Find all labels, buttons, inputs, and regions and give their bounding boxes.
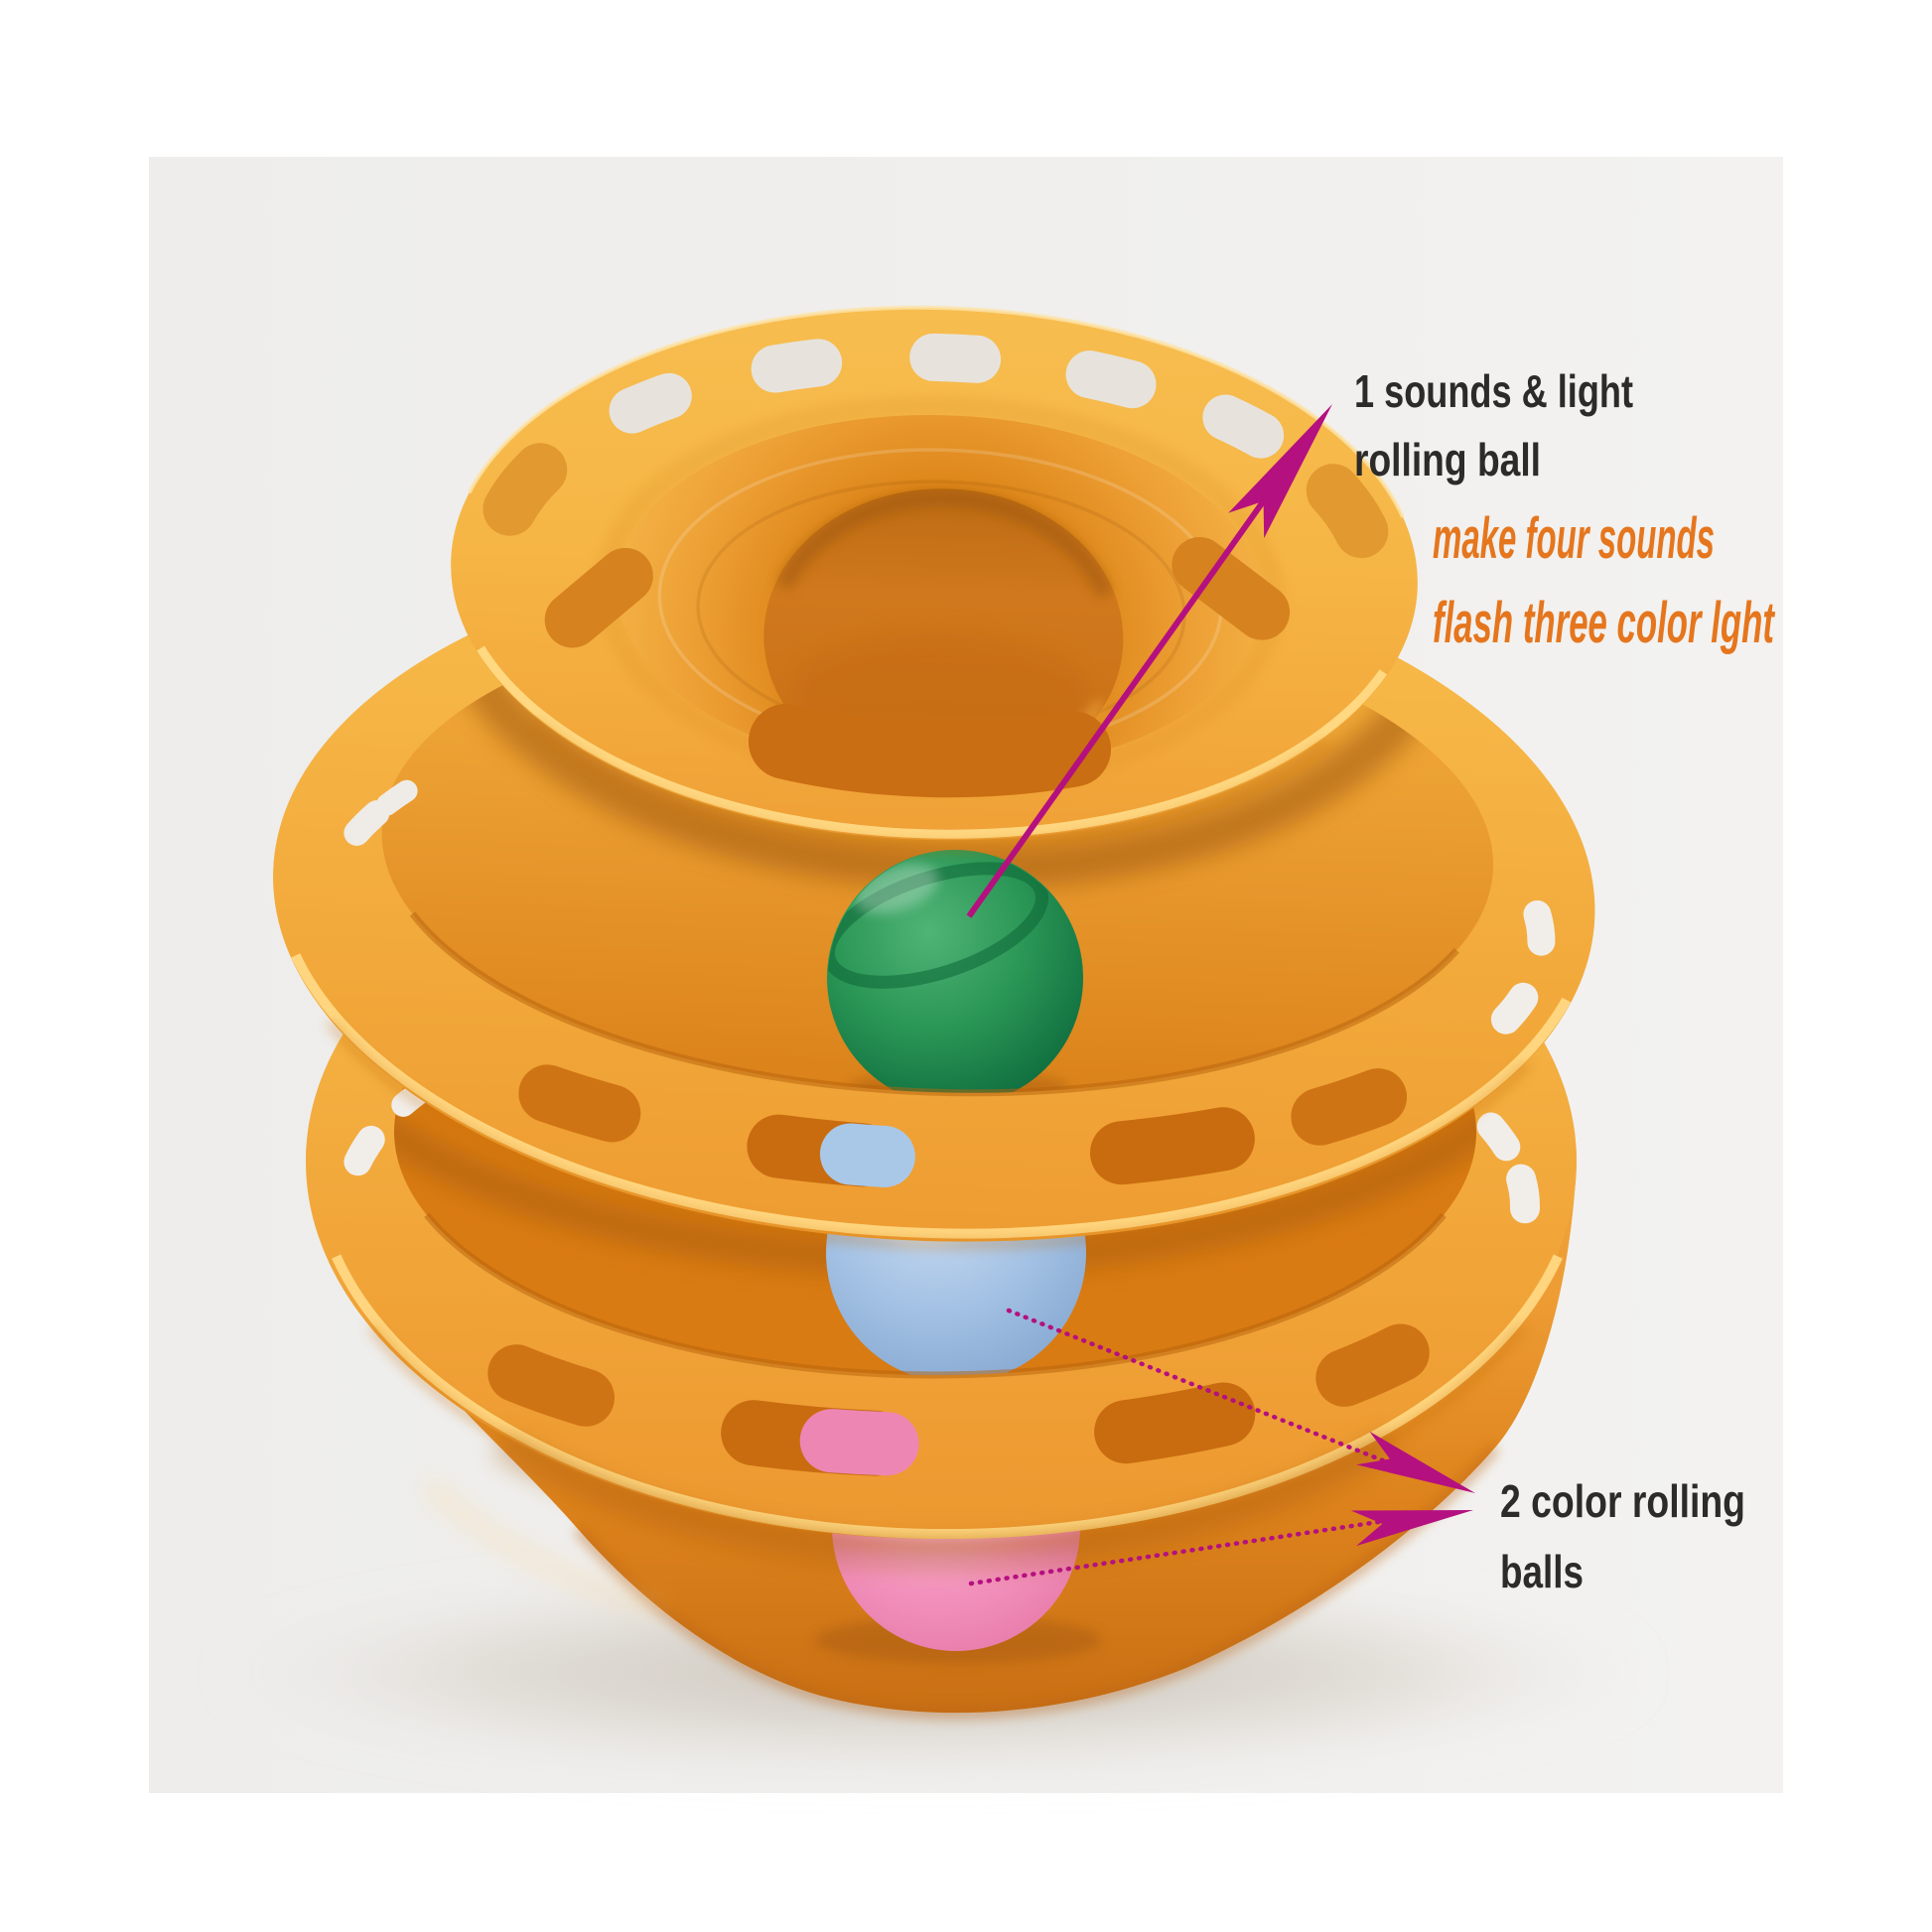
svg-text:balls: balls — [1500, 1546, 1584, 1597]
svg-text:2 color rolling: 2 color rolling — [1500, 1475, 1745, 1527]
svg-text:rolling ball: rolling ball — [1354, 434, 1541, 485]
svg-text:1 sounds & light: 1 sounds & light — [1354, 365, 1633, 417]
svg-text:make four sounds: make four sounds — [1433, 506, 1715, 571]
svg-text:flash three color lght: flash three color lght — [1433, 591, 1776, 655]
